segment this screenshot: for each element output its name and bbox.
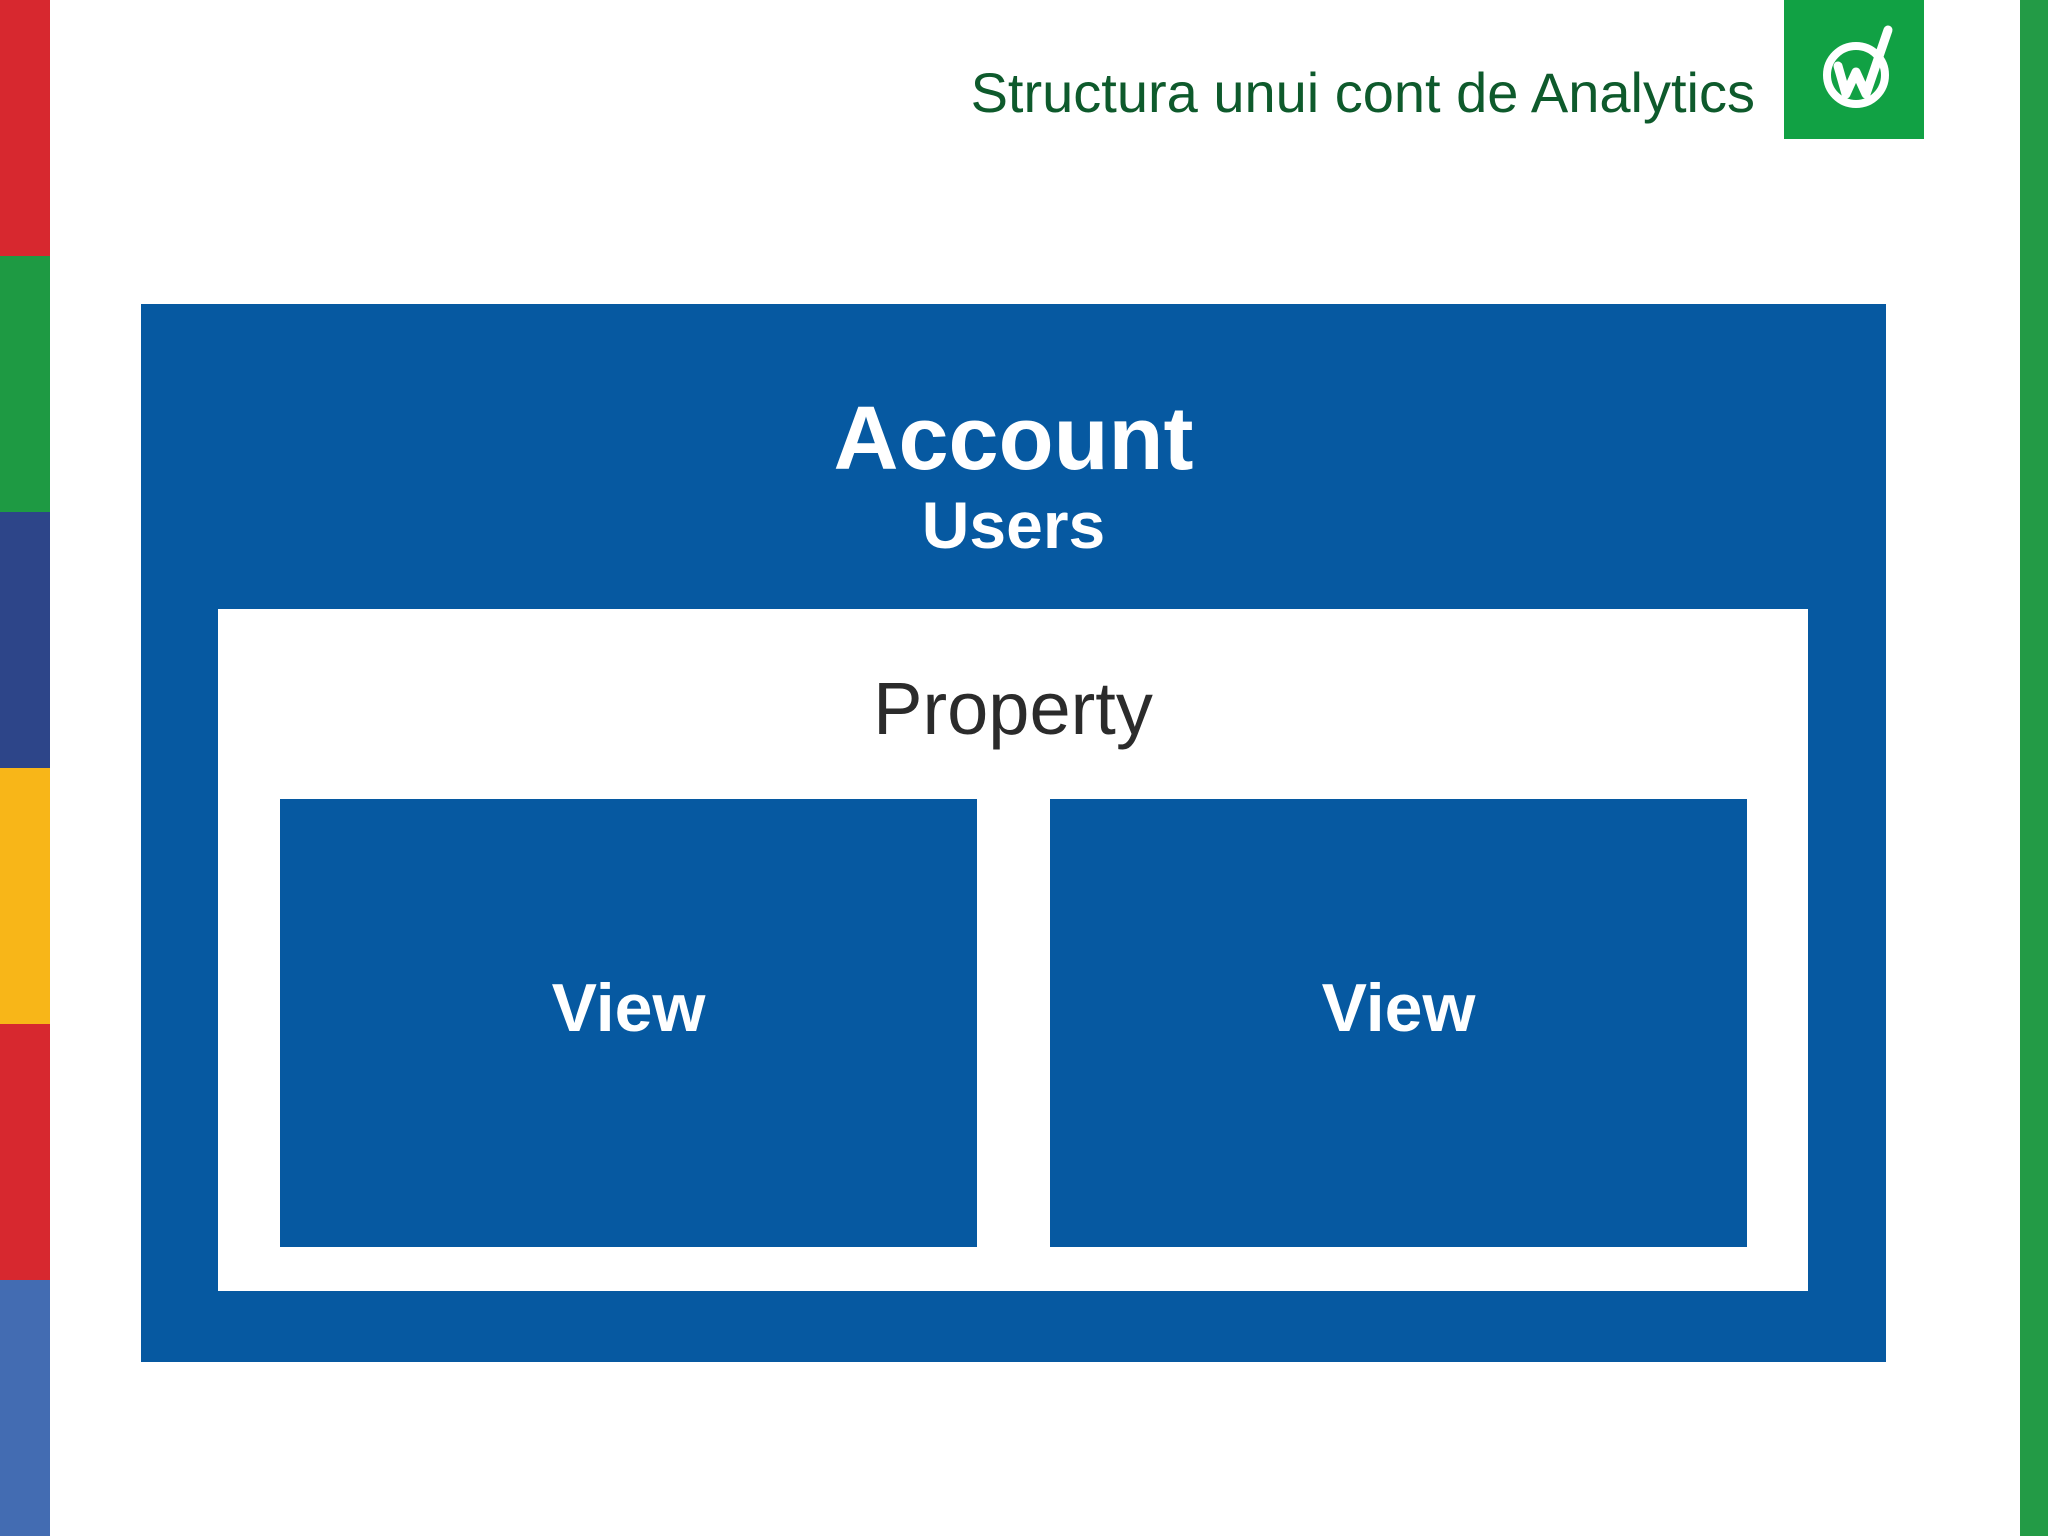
left-color-stripe [0, 0, 50, 1536]
view-label-1: View [551, 970, 706, 1046]
stripe-segment-blue [0, 1280, 50, 1536]
stripe-segment-green [0, 256, 50, 512]
logo-graphic [1784, 0, 1924, 139]
logo-check-w [1833, 25, 1893, 99]
w-checkmark-logo-icon [1784, 0, 1924, 139]
view-box-1: View [280, 799, 977, 1247]
property-box: Property View View [218, 609, 1808, 1291]
view-label-2: View [1321, 970, 1476, 1046]
account-box: Account Users Property View View [141, 304, 1886, 1362]
right-border-stripe [2020, 0, 2048, 1536]
stripe-segment-red [0, 0, 50, 256]
property-label: Property [873, 667, 1153, 750]
stripe-segment-red-2 [0, 1024, 50, 1280]
logo-ring [1823, 42, 1889, 108]
stripe-segment-navy [0, 512, 50, 768]
slide-title: Structura unui cont de Analytics [970, 61, 1755, 124]
stripe-segment-yellow [0, 768, 50, 1024]
view-box-2: View [1050, 799, 1747, 1247]
account-label: Account [833, 389, 1194, 489]
users-label: Users [921, 488, 1106, 562]
